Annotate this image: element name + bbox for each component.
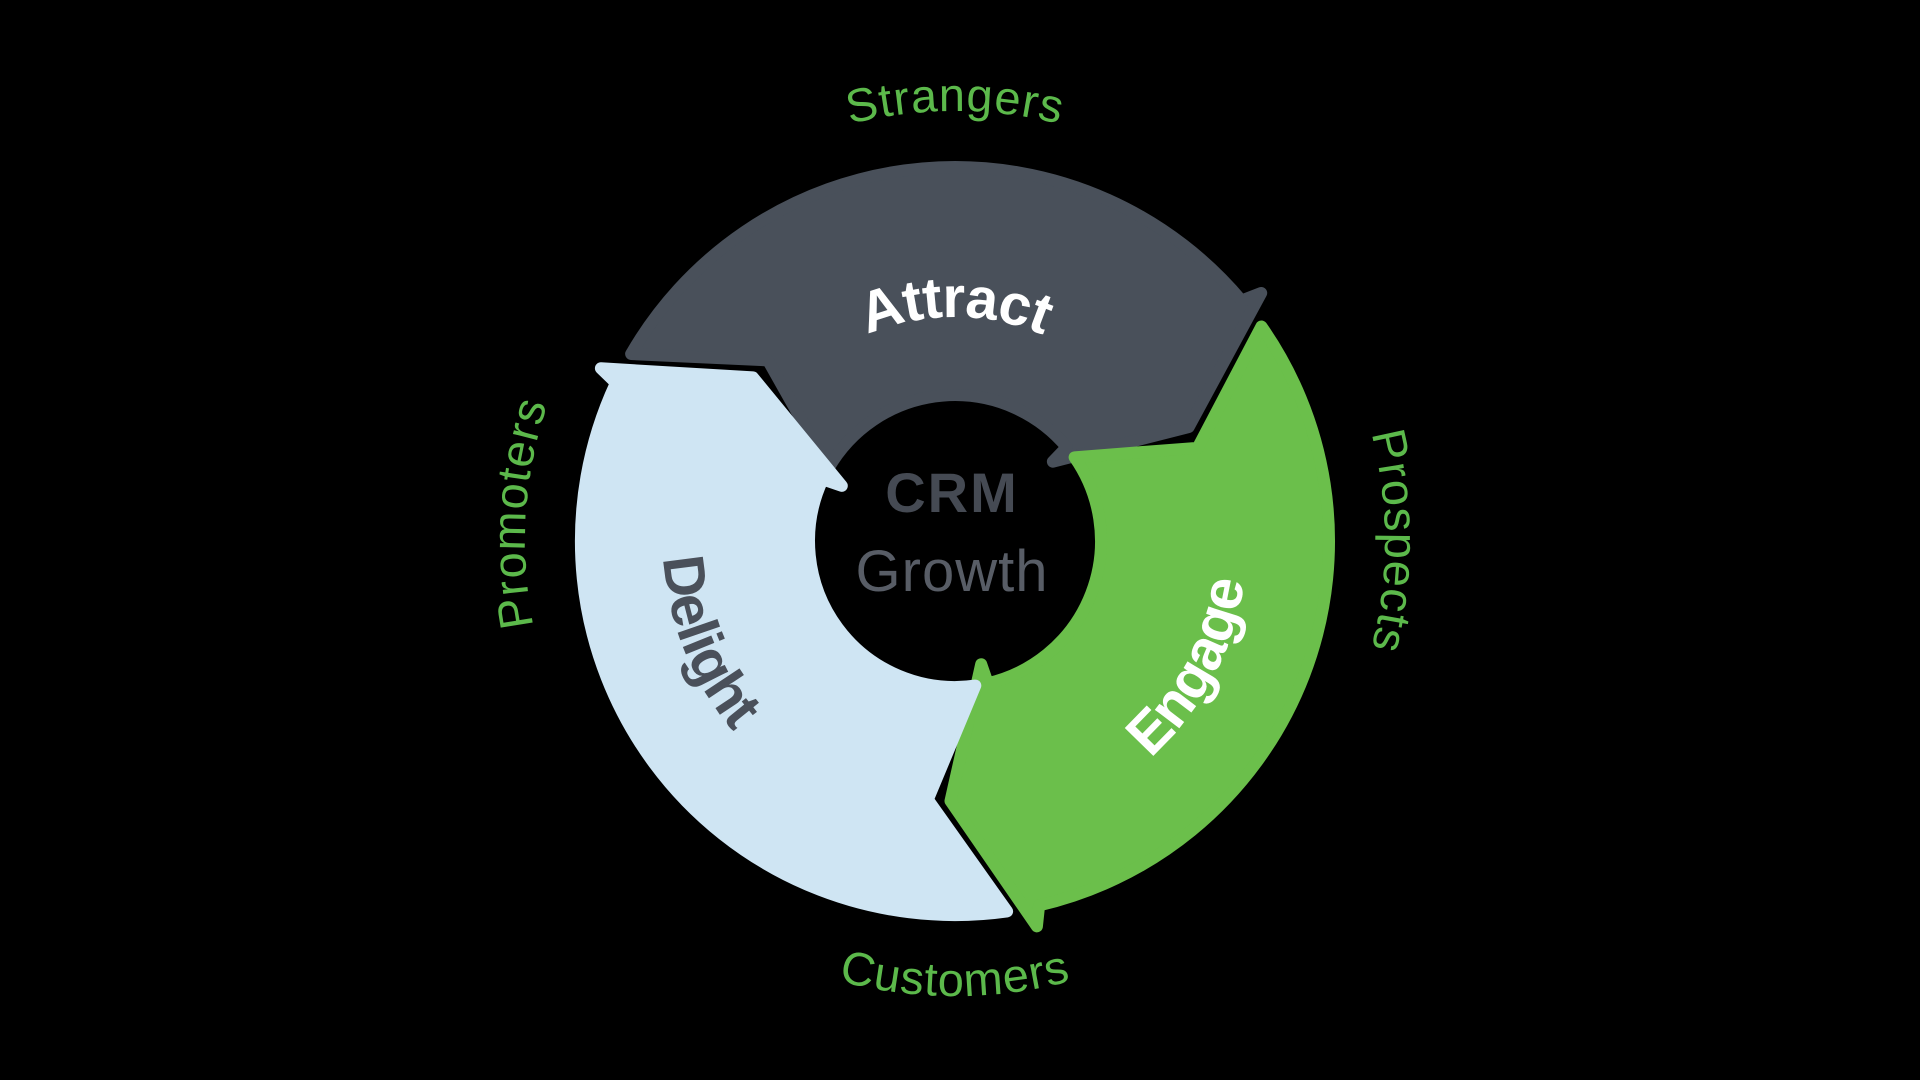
outer-label-promoters: Promoters — [482, 391, 557, 633]
segment-attract-arrow — [625, 161, 1268, 474]
segment-delight-arrow — [574, 362, 1014, 922]
outer-label-strangers: Strangers — [841, 68, 1070, 134]
center-label-crm: CRM — [885, 461, 1019, 524]
outer-label-strangers-text: Strangers — [841, 68, 1069, 134]
outer-label-customers-text: Customers — [836, 939, 1073, 1006]
outer-label-prospects-text: Prospects — [1362, 424, 1427, 659]
outer-label-promoters-text: Promoters — [482, 391, 556, 633]
center-label-growth: Growth — [856, 539, 1049, 604]
outer-label-customers: Customers — [836, 939, 1074, 1006]
segment-engage-arrow — [944, 320, 1335, 933]
outer-label-prospects: Prospects — [1362, 424, 1428, 659]
